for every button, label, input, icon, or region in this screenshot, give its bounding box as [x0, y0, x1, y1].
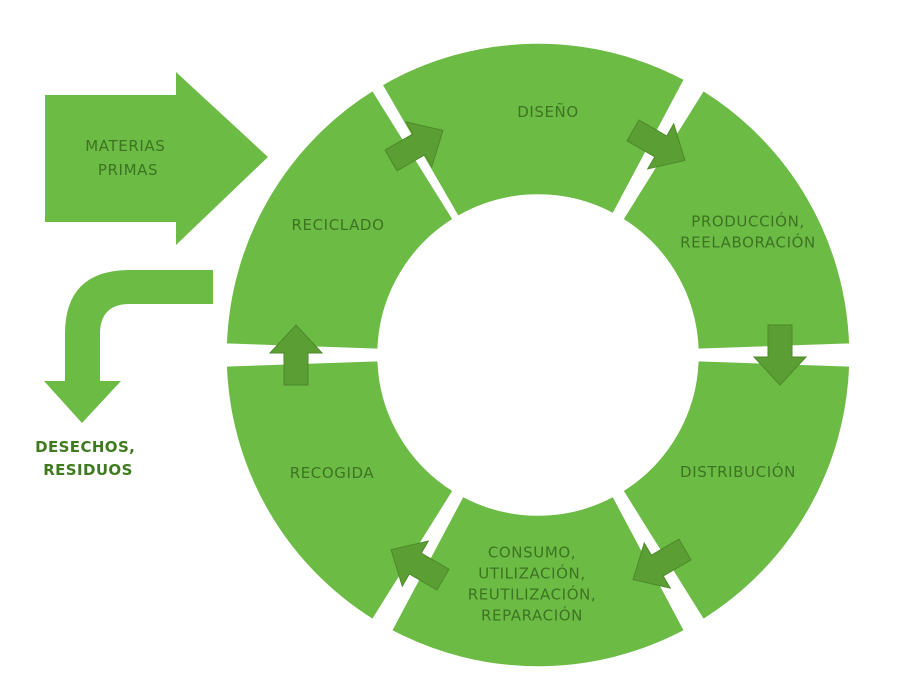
desechos-line-2: RESIDUOS [43, 461, 133, 479]
stage-label-line: CONSUMO, [488, 543, 576, 561]
materias-primas-line-1: MATERIAS [85, 137, 165, 155]
stage-segment-diseno [380, 42, 686, 218]
flow-arrow-shape [752, 324, 808, 386]
stage-label-line: REELABORACIÓN [680, 232, 816, 251]
stage-label-distribucion: DISTRIBUCIÓN [680, 462, 796, 481]
stage-label-consumo: CONSUMO, UTILIZACIÓN, REUTILIZACIÓN, REPARA… [468, 543, 597, 624]
cycle-connectors [268, 119, 808, 591]
stage-label-line: PRODUCCIÓN, [691, 211, 805, 230]
flow-arrow-4 [390, 540, 450, 591]
stage-label-produccion: PRODUCCIÓN, REELABORACIÓN [680, 211, 816, 251]
flow-arrow-6 [384, 121, 444, 172]
stage-label-recogida: RECOGIDA [290, 464, 375, 482]
cycle-labels: DISEÑO PRODUCCIÓN, REELABORACIÓN DISTRIBUCI… [290, 102, 816, 625]
output-arrow: DESECHOS, RESIDUOS [35, 270, 213, 479]
flow-arrow-shape [632, 538, 692, 589]
desechos-line-1: DESECHOS, [35, 438, 135, 456]
materias-primas-arrow-shape [45, 72, 268, 245]
stage-label-line: DISEÑO [517, 102, 579, 121]
stage-label-line: DISTRIBUCIÓN [680, 462, 796, 481]
input-arrow: MATERIAS PRIMAS [45, 72, 268, 245]
flow-arrow-shape [626, 119, 686, 170]
flow-arrow-shape [390, 540, 450, 591]
flow-arrow-shape [268, 324, 324, 386]
stage-label-line: UTILIZACIÓN, [478, 563, 586, 582]
desechos-arrow-shape [44, 270, 213, 423]
materias-primas-line-2: PRIMAS [98, 161, 158, 179]
flow-arrow-5 [268, 324, 324, 386]
desechos-residuos-label: DESECHOS, RESIDUOS [35, 438, 141, 479]
stage-segment-consumo [390, 495, 686, 668]
stage-label-diseno: DISEÑO [517, 102, 579, 121]
flow-arrow-shape [384, 121, 444, 172]
flow-arrow-1 [626, 119, 686, 170]
flow-arrow-3 [632, 538, 692, 589]
stage-label-line: REPARACIÓN [481, 605, 583, 624]
stage-label-line: RECOGIDA [290, 464, 375, 482]
flow-arrow-2 [752, 324, 808, 386]
stage-label-reciclado: RECICLADO [292, 216, 385, 234]
materias-primas-label: MATERIAS PRIMAS [85, 137, 170, 179]
stage-label-line: REUTILIZACIÓN, [468, 584, 597, 603]
stage-label-line: RECICLADO [292, 216, 385, 234]
